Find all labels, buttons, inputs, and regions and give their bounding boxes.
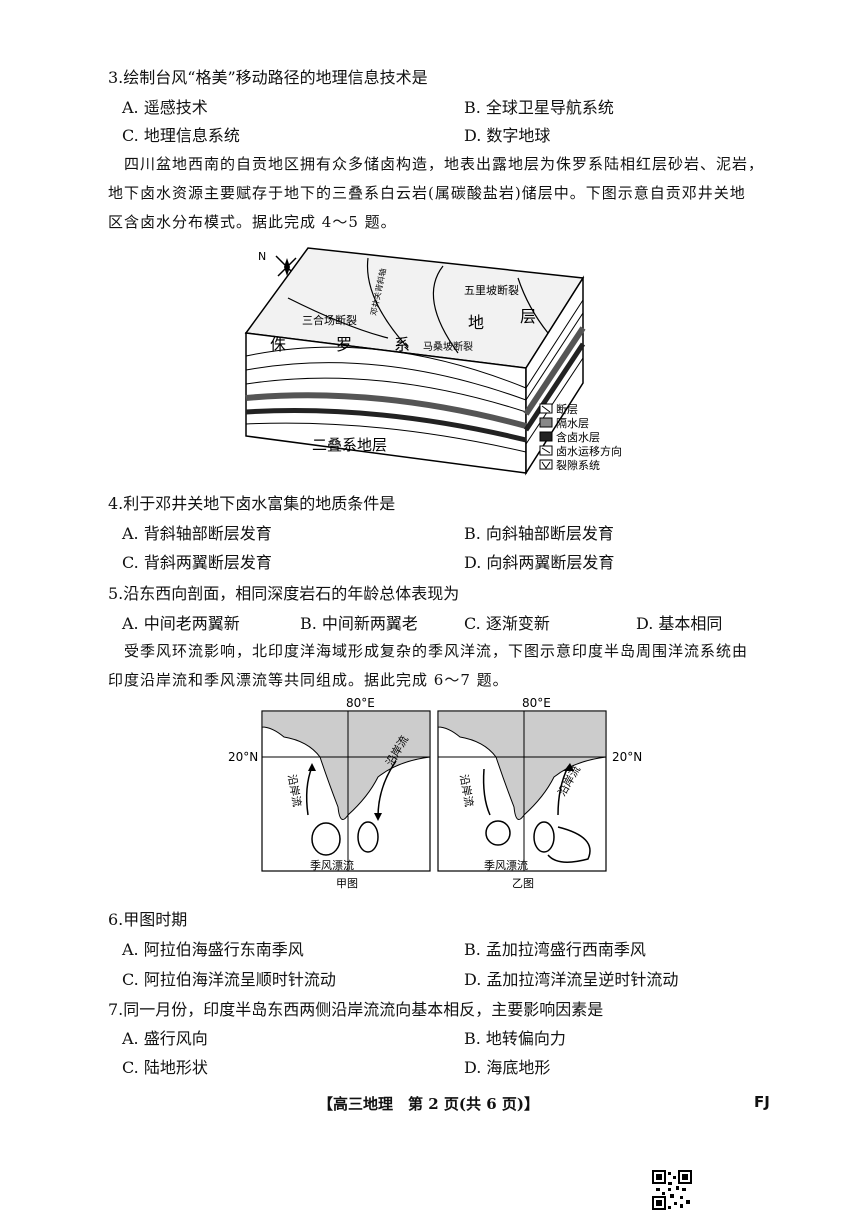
q5-option-d: D. 基本相同 bbox=[636, 614, 723, 633]
left-monsoon-drift: 季风漂流 bbox=[310, 858, 354, 872]
passage1-line-1: 四川盆地西南的自贡地区拥有众多储卤构造，地表出露地层为侏罗系陆相红层砂岩、泥岩， bbox=[124, 155, 765, 173]
passage1-line-2: 地下卤水资源主要赋存于地下的三叠系白云岩(属碳酸盐岩)储层中。下图示意自贡邓井关… bbox=[108, 184, 746, 202]
compass-north-label: N bbox=[258, 250, 266, 263]
right-coastal-current-west: 沿岸流 bbox=[457, 773, 477, 808]
q6-option-b: B. 孟加拉湾盛行西南季风 bbox=[464, 940, 646, 959]
q5-option-b: B. 中间新两翼老 bbox=[300, 614, 418, 633]
label-sanhechang-fault: 三合场断裂 bbox=[302, 313, 357, 327]
q7-option-d: D. 海底地形 bbox=[464, 1058, 551, 1077]
geologic-block-diagram: N 三合场断裂 五里坡断裂 马桑坡断裂 邓井关背斜轴 地 层 侏 罗 系 二叠系… bbox=[244, 247, 622, 476]
legend-brine-migration: 卤水运移方向 bbox=[556, 444, 622, 458]
left-map-caption: 甲图 bbox=[336, 877, 358, 890]
map-left: 沿岸流 沿岸流 季风漂流 甲图 bbox=[261, 710, 431, 890]
q3-option-d: D. 数字地球 bbox=[464, 126, 551, 145]
q3-option-b: B. 全球卫星导航系统 bbox=[464, 98, 614, 117]
qr-code-icon bbox=[652, 1170, 692, 1210]
q7-option-a: A. 盛行风向 bbox=[122, 1029, 208, 1048]
diagram-legend: 断层 隔水层 含卤水层 卤水运移方向 裂隙系统 bbox=[539, 402, 622, 472]
q4-option-d: D. 向斜两翼断层发育 bbox=[464, 553, 615, 572]
map-right: 沿岸流 沿岸流 季风漂流 乙图 bbox=[437, 710, 607, 890]
q4-option-c: C. 背斜两翼断层发育 bbox=[122, 553, 272, 572]
q5-option-a: A. 中间老两翼新 bbox=[122, 614, 240, 633]
q6-option-a: A. 阿拉伯海盛行东南季风 bbox=[122, 940, 304, 959]
legend-fracture-system: 裂隙系统 bbox=[556, 458, 600, 472]
label-wulipo-fault: 五里坡断裂 bbox=[464, 283, 519, 297]
q7-option-b: B. 地转偏向力 bbox=[464, 1029, 566, 1048]
label-xi: 系 bbox=[394, 335, 410, 354]
legend-fault: 断层 bbox=[556, 402, 578, 416]
longitude-label-right: 80°E bbox=[522, 697, 551, 710]
q3-option-a: A. 遥感技术 bbox=[122, 98, 208, 117]
label-di: 地 bbox=[468, 313, 484, 332]
label-triassic-strata: 二叠系地层 bbox=[312, 436, 387, 454]
legend-aquiclude: 隔水层 bbox=[556, 417, 589, 430]
longitude-label: 80°E bbox=[346, 697, 375, 710]
latitude-label-left: 20°N bbox=[228, 750, 258, 764]
passage2-line-2: 印度沿岸流和季风漂流等共同组成。据此完成 6～7 题。 bbox=[108, 671, 509, 689]
q4-option-b: B. 向斜轴部断层发育 bbox=[464, 524, 614, 543]
q4-stem: 4.利于邓井关地下卤水富集的地质条件是 bbox=[108, 494, 396, 513]
label-ceng: 层 bbox=[520, 307, 536, 326]
right-monsoon-drift: 季风漂流 bbox=[484, 858, 528, 872]
q7-option-c: C. 陆地形状 bbox=[122, 1058, 208, 1077]
label-masangpo-fault: 马桑坡断裂 bbox=[423, 340, 473, 353]
footer-code: FJ bbox=[754, 1093, 770, 1111]
passage2-line-1: 受季风环流影响，北印度洋海域形成复杂的季风洋流，下图示意印度半岛周围洋流系统由 bbox=[124, 642, 749, 660]
q3-stem: 3.绘制台风“格美”移动路径的地理信息技术是 bbox=[108, 68, 428, 87]
q6-stem: 6.甲图时期 bbox=[108, 910, 188, 929]
q6-option-d: D. 孟加拉湾洋流呈逆时针流动 bbox=[464, 970, 679, 989]
q3-option-c: C. 地理信息系统 bbox=[122, 126, 240, 145]
right-map-caption: 乙图 bbox=[512, 877, 534, 890]
page-footer: 【高三地理 第 2 页(共 6 页)】 bbox=[318, 1095, 539, 1113]
q5-stem: 5.沿东西向剖面，相同深度岩石的年龄总体表现为 bbox=[108, 584, 460, 603]
label-luo: 罗 bbox=[336, 335, 352, 354]
q6-option-c: C. 阿拉伯海洋流呈顺时针流动 bbox=[122, 970, 336, 989]
passage1-line-3: 区含卤水分布模式。据此完成 4～5 题。 bbox=[108, 213, 397, 231]
q5-option-c: C. 逐渐变新 bbox=[464, 614, 550, 633]
india-current-maps: 沿岸流 沿岸流 季风漂流 甲图 80°E 20°N 沿岸流 沿岸流 季风漂流 乙… bbox=[228, 697, 642, 890]
label-zhu: 侏 bbox=[270, 335, 286, 354]
q7-stem: 7.同一月份，印度半岛东西两侧沿岸流流向基本相反，主要影响因素是 bbox=[108, 1000, 604, 1019]
q4-option-a: A. 背斜轴部断层发育 bbox=[122, 524, 272, 543]
legend-brine-layer: 含卤水层 bbox=[556, 430, 600, 444]
left-coastal-current-west: 沿岸流 bbox=[285, 773, 305, 808]
latitude-label-right: 20°N bbox=[612, 750, 642, 764]
